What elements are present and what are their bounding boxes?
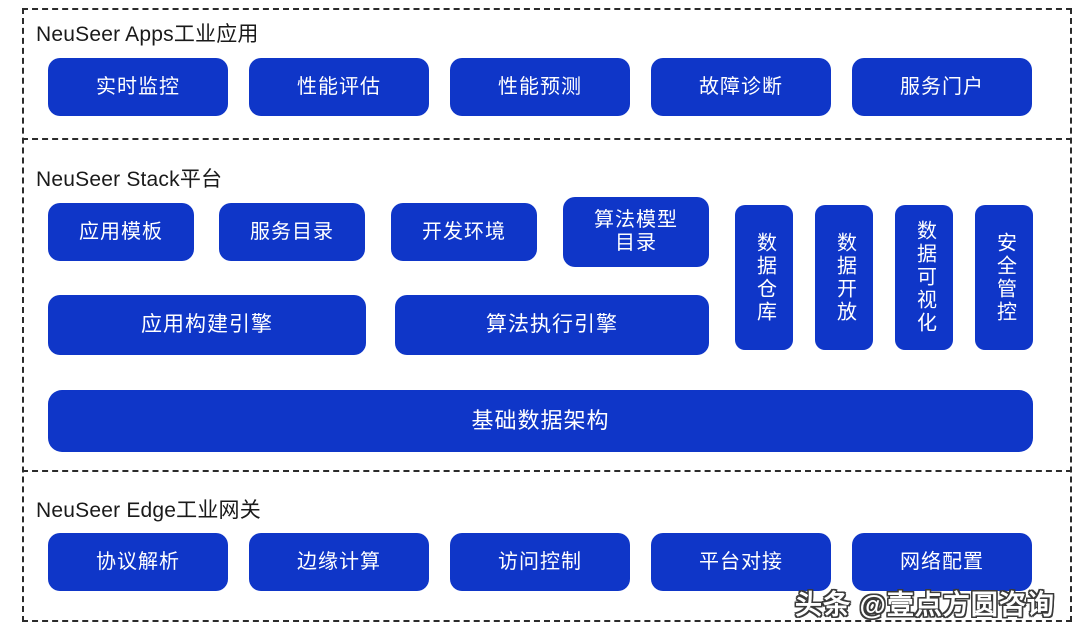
edge-box-edge-computing[interactable]: 边缘计算	[249, 533, 429, 591]
apps-box-performance-prediction[interactable]: 性能预测	[450, 58, 630, 116]
apps-box-fault-diagnosis[interactable]: 故障诊断	[651, 58, 831, 116]
stack-box-app-build-engine[interactable]: 应用构建引擎	[48, 295, 366, 355]
stack-box-app-template[interactable]: 应用模板	[48, 203, 194, 261]
layer-title-stack: NeuSeer Stack平台	[36, 168, 223, 191]
layer-divider-stack-edge	[22, 470, 1072, 472]
apps-box-performance-evaluation[interactable]: 性能评估	[249, 58, 429, 116]
stack-box-foundation-data-architecture[interactable]: 基础数据架构	[48, 390, 1033, 452]
stack-box-data-visualization[interactable]: 数据可视化	[895, 205, 953, 350]
stack-box-data-openness[interactable]: 数据开放	[815, 205, 873, 350]
layer-title-edge: NeuSeer Edge工业网关	[36, 499, 261, 522]
layer-title-apps: NeuSeer Apps工业应用	[36, 23, 259, 46]
stack-box-data-warehouse[interactable]: 数据仓库	[735, 205, 793, 350]
edge-box-platform-integration[interactable]: 平台对接	[651, 533, 831, 591]
layer-divider-apps-stack	[22, 138, 1072, 140]
stack-box-security-management[interactable]: 安全管控	[975, 205, 1033, 350]
edge-box-protocol-parsing[interactable]: 协议解析	[48, 533, 228, 591]
apps-box-service-portal[interactable]: 服务门户	[852, 58, 1032, 116]
stack-box-service-catalog[interactable]: 服务目录	[219, 203, 365, 261]
edge-box-access-control[interactable]: 访问控制	[450, 533, 630, 591]
stack-box-algorithm-model-catalog[interactable]: 算法模型 目录	[563, 197, 709, 267]
stack-box-dev-environment[interactable]: 开发环境	[391, 203, 537, 261]
stack-box-algorithm-exec-engine[interactable]: 算法执行引擎	[395, 295, 709, 355]
diagram-outer-frame	[22, 8, 1072, 622]
edge-box-network-configuration[interactable]: 网络配置	[852, 533, 1032, 591]
apps-box-realtime-monitoring[interactable]: 实时监控	[48, 58, 228, 116]
watermark: 头条 @壹点方圆咨询	[795, 590, 1055, 620]
